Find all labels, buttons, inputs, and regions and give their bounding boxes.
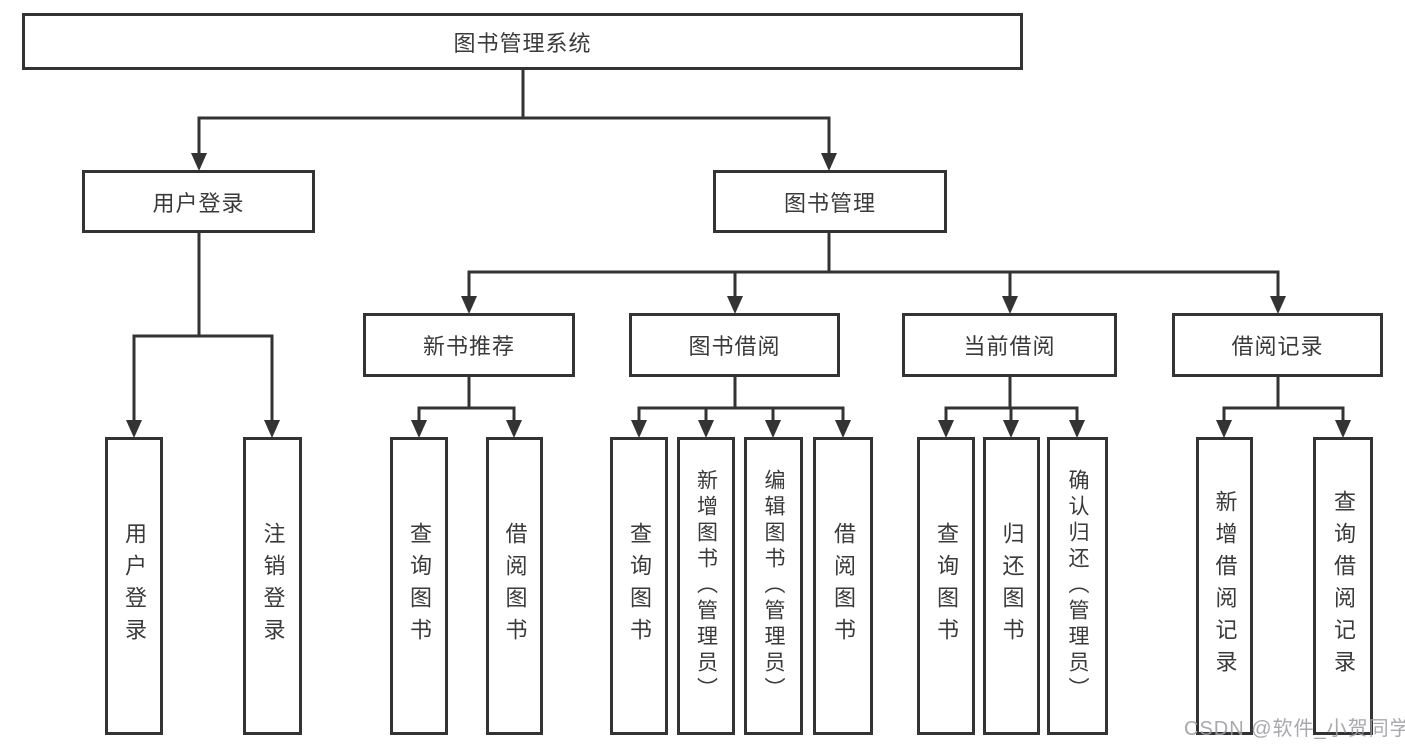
node-new-book-recommend: 新书推荐 <box>363 313 575 377</box>
leaf-borrow-books: 借阅图书 <box>813 437 873 735</box>
node-library-management-system: 图书管理系统 <box>22 13 1023 70</box>
node-label: 图书管理系统 <box>453 30 592 56</box>
leaf-add-borrow-record: 新增借阅记录 <box>1196 437 1253 735</box>
leaf-logout: 注销登录 <box>243 437 302 735</box>
node-current-borrow: 当前借阅 <box>902 313 1117 377</box>
node-label: 新书推荐 <box>422 334 515 359</box>
node-label: 图书借阅 <box>688 334 781 359</box>
leaf-confirm-return-admin: 确认归还（管理员） <box>1047 437 1108 735</box>
leaf-query-books-borrow: 查询图书 <box>610 437 668 735</box>
leaf-label: 查询图书 <box>934 522 959 650</box>
leaf-label: 用户登录 <box>122 522 147 650</box>
leaf-query-borrow-record: 查询借阅记录 <box>1313 437 1373 735</box>
leaf-user-login: 用户登录 <box>105 437 163 735</box>
leaf-label: 借阅图书 <box>831 522 856 650</box>
node-book-management: 图书管理 <box>713 170 947 233</box>
arrowheads <box>126 153 1351 438</box>
node-label: 当前借阅 <box>963 334 1056 359</box>
leaf-add-book-admin: 新增图书（管理员） <box>677 437 735 735</box>
leaf-label: 新增借阅记录 <box>1212 490 1238 682</box>
leaf-borrow-books-recommend: 借阅图书 <box>486 437 543 735</box>
leaf-query-books-recommend: 查询图书 <box>390 437 448 735</box>
leaf-label: 查询借阅记录 <box>1331 490 1356 682</box>
leaf-return-books: 归还图书 <box>983 437 1040 735</box>
leaf-label: 注销登录 <box>260 522 286 650</box>
node-label: 用户登录 <box>152 190 245 216</box>
leaf-label: 查询图书 <box>407 522 432 650</box>
csdn-watermark: CSDN @软件_小贺同学 <box>1184 718 1405 740</box>
leaf-label: 新增图书（管理员） <box>694 469 718 703</box>
node-borrow-record: 借阅记录 <box>1172 313 1383 377</box>
leaf-label: 归还图书 <box>999 522 1025 650</box>
leaf-label: 编辑图书（管理员） <box>762 469 785 703</box>
leaf-label: 查询图书 <box>627 522 652 650</box>
node-label: 图书管理 <box>783 190 876 216</box>
leaf-label: 借阅图书 <box>502 522 528 650</box>
leaf-edit-book-admin: 编辑图书（管理员） <box>744 437 803 735</box>
node-label: 借阅记录 <box>1231 334 1324 359</box>
node-book-borrow: 图书借阅 <box>629 313 840 377</box>
node-user-login: 用户登录 <box>82 170 315 233</box>
leaf-query-books-current: 查询图书 <box>917 437 975 735</box>
leaf-label: 确认归还（管理员） <box>1066 469 1089 703</box>
